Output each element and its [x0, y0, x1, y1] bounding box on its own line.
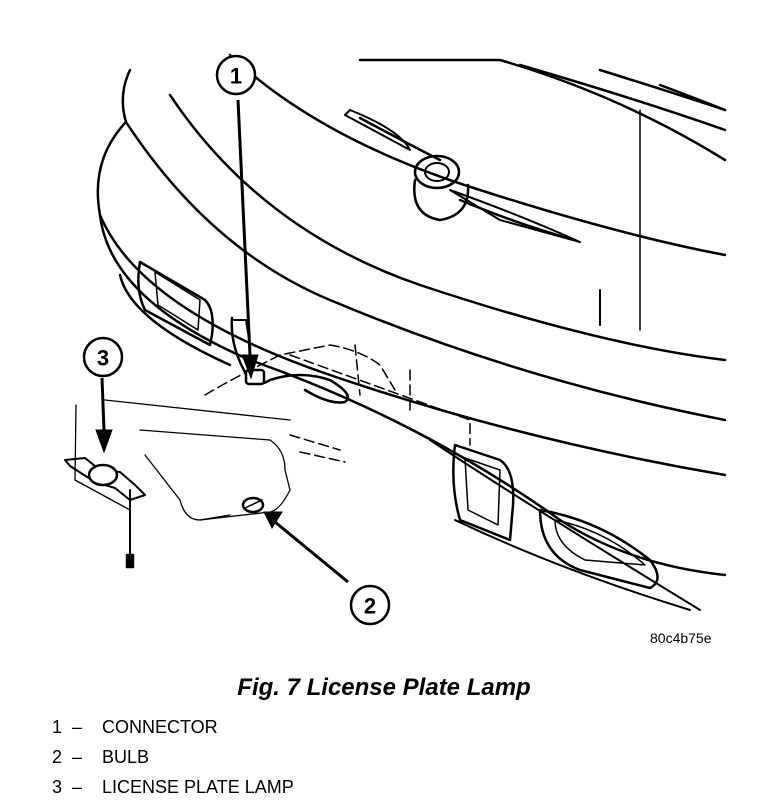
legend-separator: – — [72, 777, 83, 797]
arrowhead-1 — [241, 354, 259, 380]
lamp-housing-phantom — [74, 399, 291, 521]
callout-number-2: 2 — [364, 594, 376, 619]
legend-part-name: LICENSE PLATE LAMP — [102, 777, 294, 797]
leader-line-1 — [236, 99, 252, 356]
legend-part-name: CONNECTOR — [102, 717, 218, 737]
bulb-part — [241, 496, 265, 514]
legend-number: 1 — [52, 717, 63, 737]
legend-number: 3 — [52, 777, 63, 797]
legend-number: 2 — [52, 747, 63, 767]
arrowhead-2 — [263, 511, 283, 530]
legend-item: 1–CONNECTOR — [52, 712, 294, 742]
image-reference-code: 80c4b75e — [650, 630, 712, 646]
legend-separator: – — [72, 747, 83, 767]
legend-item: 2–BULB — [52, 742, 294, 772]
license-plate-lamp-diagram: 1 2 3 — [64, 53, 727, 626]
vehicle-body-outline — [121, 53, 727, 422]
emblem — [344, 109, 581, 243]
license-plate-lamp-part — [64, 457, 146, 569]
parts-legend: 1–CONNECTOR 2–BULB 3–LICENSE PLATE LAMP — [52, 712, 294, 802]
callout-number-3: 3 — [97, 346, 109, 371]
arrowhead-3 — [95, 429, 113, 454]
figure-caption: Fig. 7 License Plate Lamp — [237, 674, 531, 701]
callout-circle-1 — [215, 54, 257, 96]
legend-part-name: BULB — [102, 747, 150, 767]
bumper-reflectors — [137, 260, 659, 590]
legend-item: 3–LICENSE PLATE LAMP — [52, 772, 294, 802]
callout-circle-3 — [82, 336, 124, 378]
callout-number-1: 1 — [230, 64, 242, 89]
callout-circle-2 — [349, 584, 391, 626]
leader-line-3 — [100, 377, 106, 431]
lamp-recess-phantom — [204, 344, 471, 463]
leader-line-2 — [274, 520, 349, 584]
rear-bumper-outline — [96, 120, 727, 611]
legend-separator: – — [72, 717, 83, 737]
